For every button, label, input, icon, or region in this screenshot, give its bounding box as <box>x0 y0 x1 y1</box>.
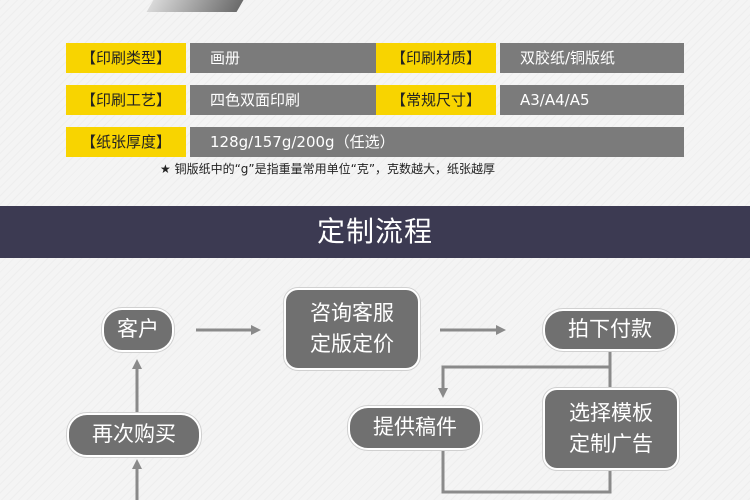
process-value: 四色双面印刷 <box>190 85 376 115</box>
flow-node-repurchase: 再次购买 <box>67 413 201 457</box>
arrow-order-to-submit <box>438 350 612 398</box>
flow-node-order: 拍下付款 <box>543 309 677 351</box>
section-banner <box>0 206 750 258</box>
process-label: 【印刷工艺】 <box>66 85 186 115</box>
size-value: A3/A4/A5 <box>500 85 684 115</box>
spec-row-1: 【印刷类型】 画册 【印刷材质】 双胶纸/铜版纸 <box>66 43 684 73</box>
flow-node-submit: 提供稿件 <box>348 406 482 450</box>
size-label: 【常规尺寸】 <box>376 85 496 115</box>
thickness-value: 128g/157g/200g（任选） <box>190 127 684 157</box>
flow-node-consult: 咨询客服 定版定价 <box>284 288 420 370</box>
flow-node-customer: 客户 <box>102 308 174 352</box>
spec-row-3: 【纸张厚度】 128g/157g/200g（任选） <box>66 127 684 157</box>
spec-row-2: 【印刷工艺】 四色双面印刷 【常规尺寸】 A3/A4/A5 <box>66 85 684 115</box>
thickness-label: 【纸张厚度】 <box>66 127 186 157</box>
print-type-label: 【印刷类型】 <box>66 43 186 73</box>
paper-weight-note: ★ 铜版纸中的“g”是指重量常用单位“克”，克数越大，纸张越厚 <box>160 162 496 176</box>
material-label: 【印刷材质】 <box>376 43 496 73</box>
flow-node-template: 选择模板 定制广告 <box>543 388 679 470</box>
print-type-value: 画册 <box>190 43 376 73</box>
connector-bottom <box>441 447 612 494</box>
material-value: 双胶纸/铜版纸 <box>500 43 684 73</box>
section-title: 定制流程 <box>316 215 433 248</box>
